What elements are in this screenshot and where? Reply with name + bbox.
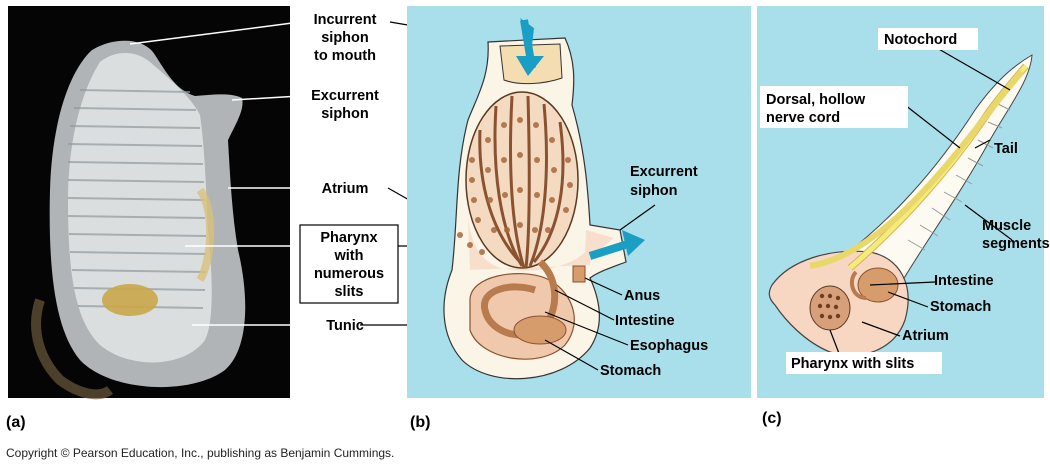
label-excurrent-1: Excurrent: [311, 88, 379, 104]
label-b-anus: Anus: [624, 288, 660, 304]
label-pharynx-4: slits: [334, 284, 363, 300]
label-excurrent-2: siphon: [321, 106, 369, 122]
label-c-muscle-2: segments: [982, 236, 1050, 252]
label-c-muscle-1: Muscle: [982, 218, 1031, 234]
label-c-tail: Tail: [994, 141, 1018, 157]
stomach-photo: [102, 284, 158, 316]
center-labels: Incurrent siphon to mouth Excurrent siph…: [300, 12, 398, 334]
label-c-intestine: Intestine: [934, 273, 994, 289]
label-b-esophagus: Esophagus: [630, 338, 708, 354]
larva-slits: [818, 294, 840, 319]
label-tunic: Tunic: [326, 318, 364, 334]
label-pharynx-1: Pharynx: [320, 230, 377, 246]
label-c-nerve-1: Dorsal, hollow: [766, 92, 866, 108]
panel-a-photo: [8, 6, 290, 398]
label-b-excurrent-2: siphon: [630, 183, 678, 199]
label-incurrent-3: to mouth: [314, 48, 376, 64]
panel-letter-b: (b): [410, 414, 430, 432]
larva-pharynx: [810, 286, 850, 330]
label-c-notochord: Notochord: [884, 32, 957, 48]
label-incurrent-1: Incurrent: [314, 12, 377, 28]
label-incurrent-2: siphon: [321, 30, 369, 46]
label-b-intestine: Intestine: [615, 313, 675, 329]
anus-tip: [573, 266, 585, 282]
panel-letter-c: (c): [762, 410, 782, 428]
panel-c: [757, 6, 1044, 398]
panel-c-background: [757, 6, 1044, 398]
label-c-atrium: Atrium: [902, 328, 949, 344]
label-pharynx-2: with: [334, 248, 364, 264]
label-b-excurrent-1: Excurrent: [630, 164, 698, 180]
stomach-b: [514, 316, 566, 344]
label-atrium: Atrium: [322, 181, 369, 197]
panel-letter-a: (a): [6, 414, 26, 432]
label-b-stomach: Stomach: [600, 363, 661, 379]
label-c-pharynx: Pharynx with slits: [791, 356, 914, 372]
copyright-notice: Copyright © Pearson Education, Inc., pub…: [6, 446, 394, 460]
label-c-stomach: Stomach: [930, 299, 991, 315]
label-pharynx-3: numerous: [314, 266, 384, 282]
label-c-nerve-2: nerve cord: [766, 110, 840, 126]
